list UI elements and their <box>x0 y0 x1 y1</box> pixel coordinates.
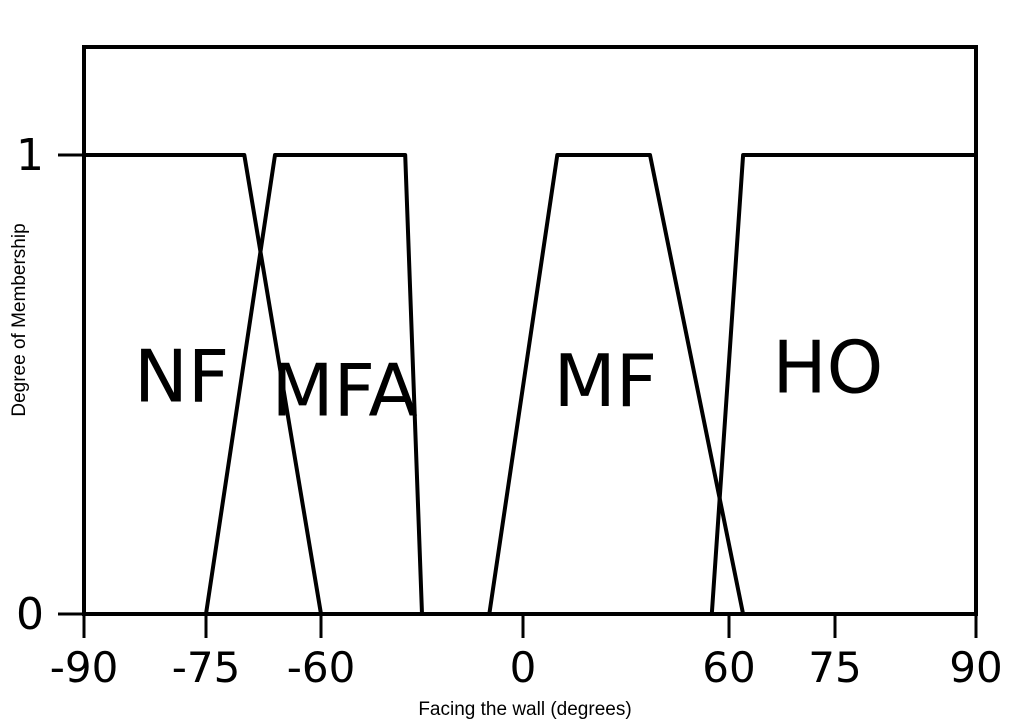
series-line-mfa <box>204 153 424 615</box>
x-tick-label: 75 <box>808 643 861 692</box>
x-tick-label: -90 <box>50 643 119 692</box>
series-layer <box>84 153 976 615</box>
region-label-ho: HO <box>773 325 884 409</box>
annotation-layer: NF MFA MF HO <box>134 325 883 432</box>
region-label-nf: NF <box>134 335 229 419</box>
x-axis-label: Facing the wall (degrees) <box>418 699 631 720</box>
x-tick-label: 0 <box>510 643 537 692</box>
plot-frame <box>82 45 978 616</box>
y-axis-label: Degree of Membership <box>9 223 30 416</box>
tick-layer: -90 -75 -60 0 60 75 90 0 1 <box>16 130 1003 692</box>
series-line-ho <box>709 153 976 615</box>
series-line-mf <box>487 153 746 615</box>
series-line-nf <box>84 153 323 615</box>
y-tick-label: 0 <box>16 589 44 640</box>
x-tick-label: -75 <box>172 643 241 692</box>
region-label-mfa: MFA <box>271 348 417 432</box>
x-tick-label: 60 <box>702 643 755 692</box>
region-label-mf: MF <box>554 339 658 423</box>
x-tick-label: -60 <box>287 643 356 692</box>
y-tick-label: 1 <box>16 130 44 181</box>
x-tick-label: 90 <box>949 643 1002 692</box>
